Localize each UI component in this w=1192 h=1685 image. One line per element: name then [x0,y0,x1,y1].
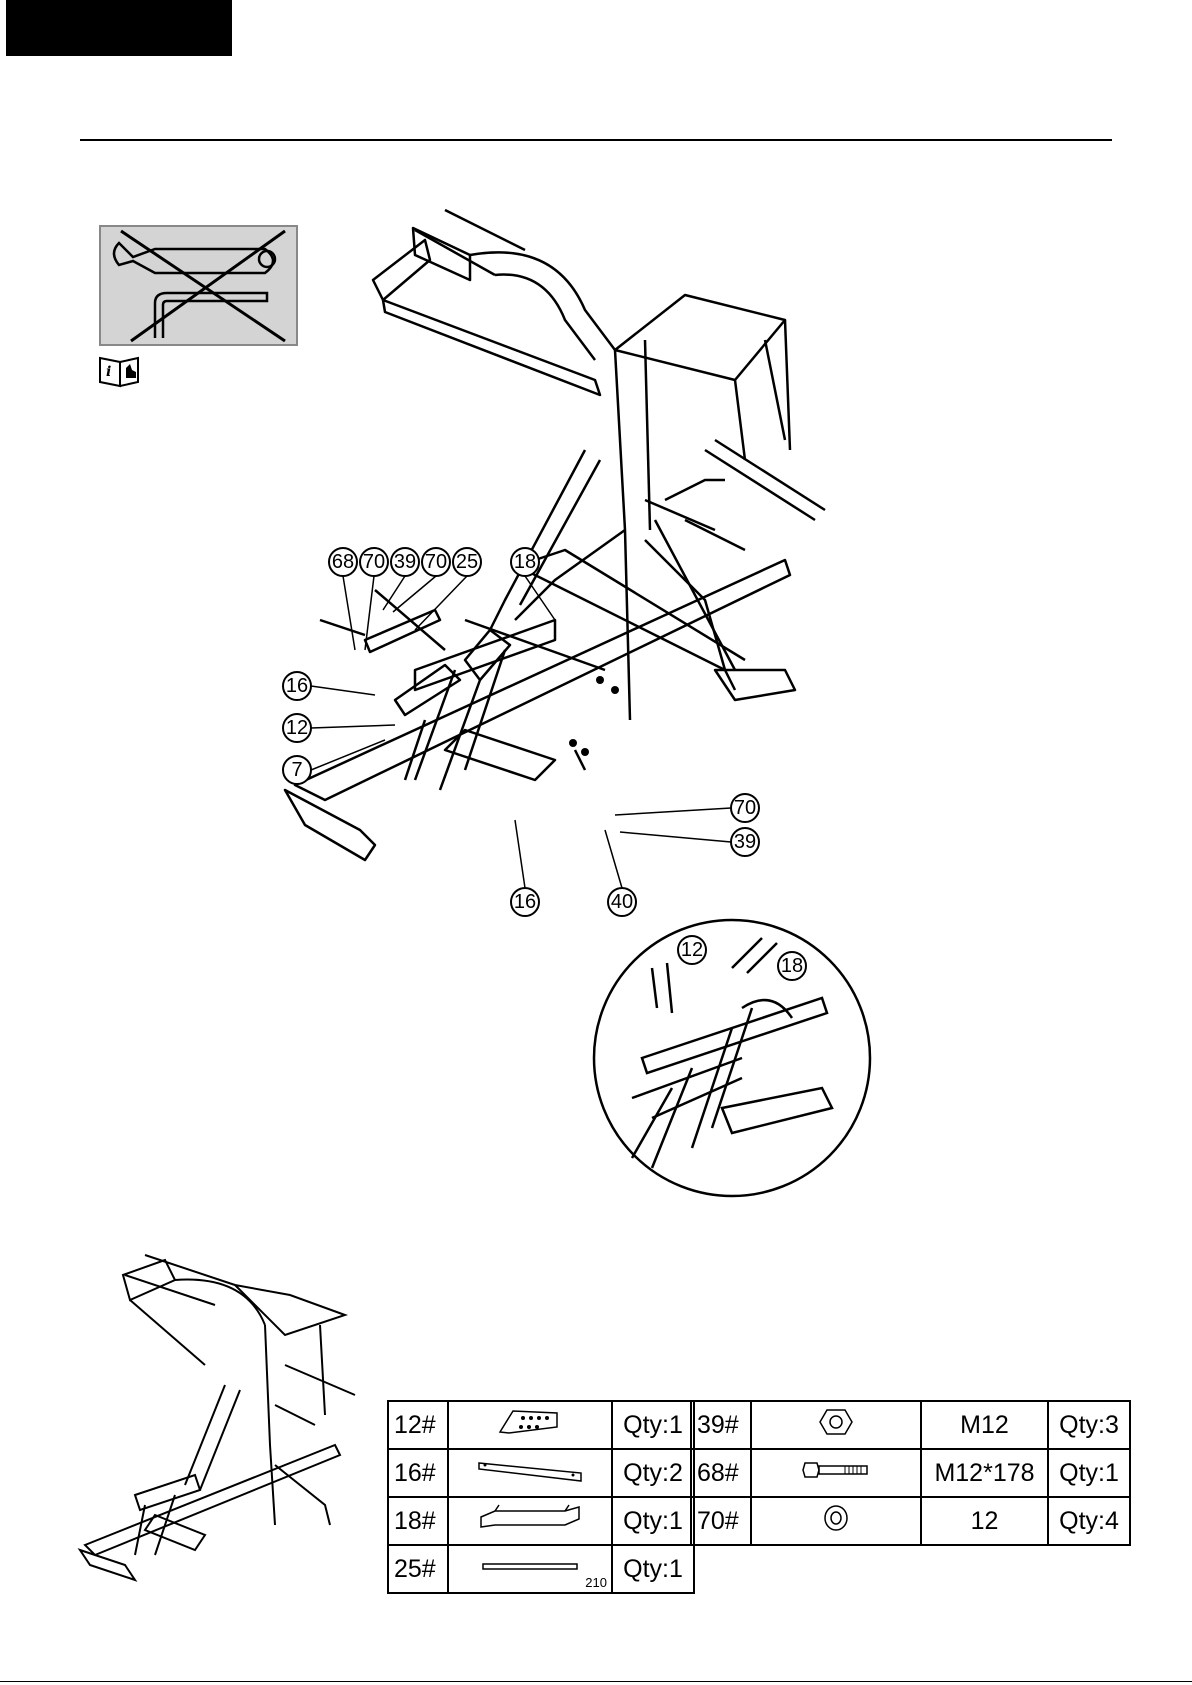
callout-18: 18 [514,551,536,573]
part-qty: Qty:1 [612,1401,694,1449]
part-qty: Qty:1 [1048,1449,1130,1497]
detail-zoom-view: 12 18 [592,918,872,1198]
part-qty: Qty:4 [1048,1497,1130,1545]
callout-39: 39 [394,551,416,573]
callout-39-b: 39 [734,831,756,853]
callout-12: 12 [286,717,308,739]
table-row: 68# M12*178 Qty:1 [691,1449,1130,1497]
part-spec: M12 [921,1401,1048,1449]
callout-40: 40 [611,891,633,913]
zoom-callout-18: 18 [781,955,803,977]
zoom-callout-12: 12 [681,939,703,961]
callout-7: 7 [291,759,302,781]
part-number: 16# [388,1449,448,1497]
part-number: 25# [388,1545,448,1593]
bolt-icon [801,1458,871,1482]
section-tab [6,0,232,56]
header-rule [80,139,1112,141]
table-row: 12# Qty:1 [388,1401,694,1449]
callout-68: 68 [332,551,354,573]
parts-table-right: 39# M12 Qty:3 68# M12*178 Qty:1 70# [690,1400,1131,1546]
table-row: 18# Qty:1 [388,1497,694,1545]
callout-70-b: 70 [425,551,447,573]
axle-rod-icon [475,1557,585,1577]
callout-16: 16 [286,675,308,697]
callout-16-b: 16 [514,891,536,913]
washer-icon [821,1503,851,1533]
table-row: 70# 12 Qty:4 [691,1497,1130,1545]
part-number: 12# [388,1401,448,1449]
part-callouts: 68 70 39 70 25 18 16 12 7 70 39 16 40 [265,200,935,920]
part-qty: Qty:1 [612,1497,694,1545]
adjuster-plate-icon [495,1407,565,1437]
footer-rule [0,1681,1192,1682]
nut-icon [818,1407,854,1437]
part-spec: M12*178 [921,1449,1048,1497]
bracket-icon [475,1503,585,1533]
part-qty: Qty:3 [1048,1401,1130,1449]
table-row: 16# Qty:2 [388,1449,694,1497]
rod-length: 210 [585,1575,607,1590]
part-number: 70# [691,1497,751,1545]
part-number: 68# [691,1449,751,1497]
table-row: 25# 210 Qty:1 [388,1545,694,1593]
table-row: 39# M12 Qty:3 [691,1401,1130,1449]
flat-bar-icon [475,1455,585,1485]
callout-70-c: 70 [734,797,756,819]
callout-70: 70 [363,551,385,573]
part-qty: Qty:1 [612,1545,694,1593]
assembled-thumbnail [75,1245,365,1590]
parts-table-left: 12# Qty:1 16# Qty:2 18# Qty:1 25 [387,1400,695,1594]
callout-25: 25 [456,551,478,573]
part-number: 18# [388,1497,448,1545]
svg-text:i: i [106,364,111,380]
part-number: 39# [691,1401,751,1449]
read-manual-icon: i [98,354,144,388]
part-spec: 12 [921,1497,1048,1545]
part-qty: Qty:2 [612,1449,694,1497]
